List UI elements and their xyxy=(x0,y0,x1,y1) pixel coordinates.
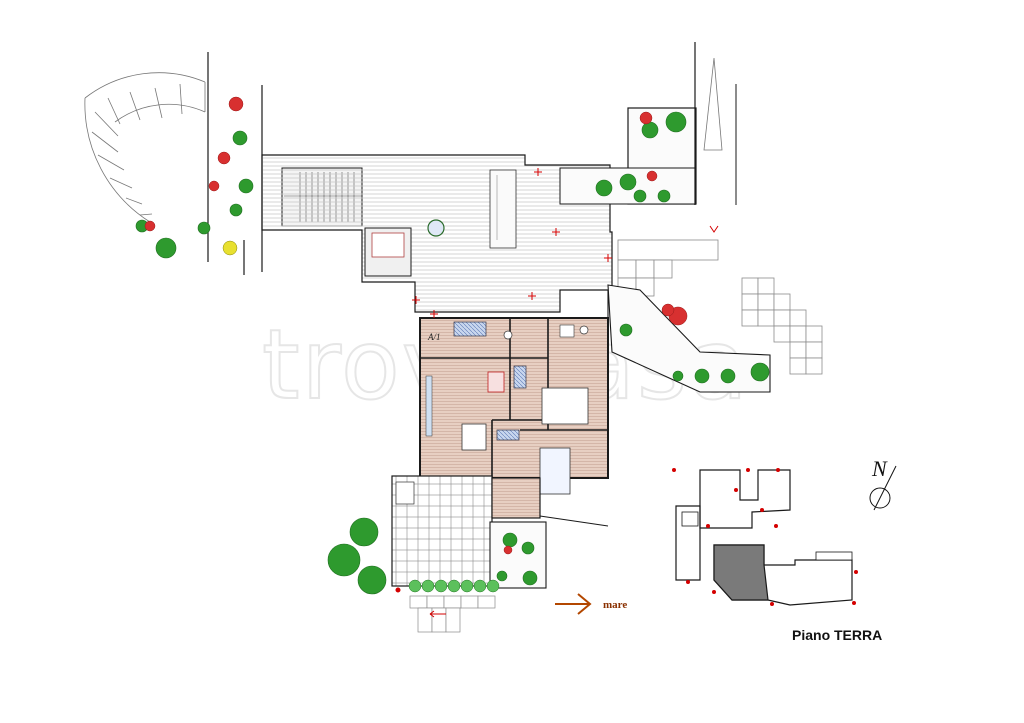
stepping-stones xyxy=(617,239,823,375)
bed-icon xyxy=(541,387,589,425)
table-icon xyxy=(461,423,487,451)
walkway xyxy=(409,595,496,633)
spiral-stair-icon xyxy=(84,72,206,223)
key-plan xyxy=(675,469,853,606)
floor-label: Piano TERRA xyxy=(792,627,882,643)
shower-icon xyxy=(539,447,571,495)
toilet-icon xyxy=(579,325,589,335)
direction-label: mare xyxy=(603,599,627,611)
upper-terrace xyxy=(261,154,613,313)
toilet-icon xyxy=(503,330,513,340)
north-label: N xyxy=(871,456,888,481)
unit-label: A/1 xyxy=(427,332,441,342)
apartment-a1: A/1 xyxy=(419,317,609,495)
north-arrow-icon xyxy=(869,465,897,511)
sea-arrow-icon xyxy=(555,593,592,615)
table-icon xyxy=(427,219,445,237)
hedge xyxy=(222,240,500,593)
garden-walls-left xyxy=(207,52,263,275)
elevation-markers xyxy=(395,168,719,618)
flower-icon xyxy=(144,96,688,555)
key-plan-markers xyxy=(672,468,858,606)
plant-icon xyxy=(135,111,770,595)
